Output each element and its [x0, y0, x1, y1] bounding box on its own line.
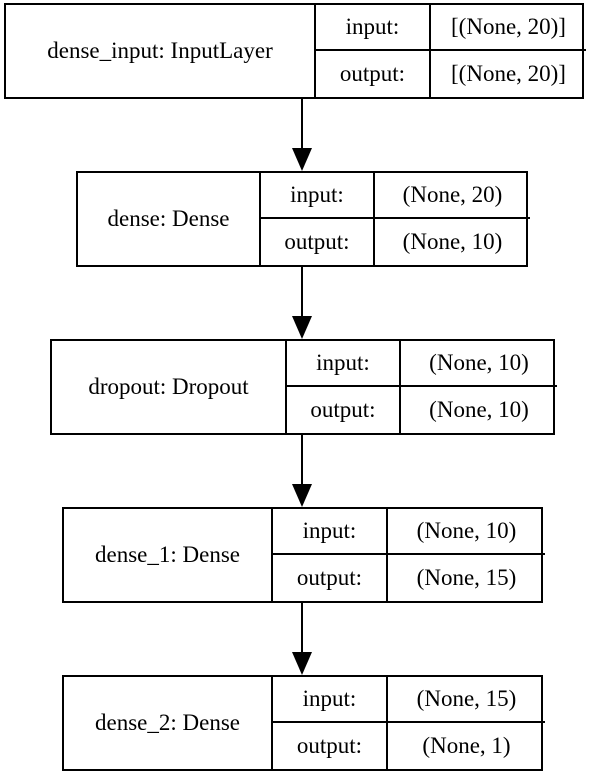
node-dense-1: dense_1: Dense input: (None, 10) output:… — [62, 507, 545, 603]
input-shape: (None, 15) — [388, 677, 545, 723]
output-shape: (None, 10) — [402, 229, 503, 254]
output-label: output: — [273, 555, 388, 601]
node-name: dense_2: Dense — [64, 677, 273, 769]
input-label: input: — [273, 677, 388, 723]
input-label: input: — [273, 509, 388, 555]
edge-dropout-to-dense-1 — [292, 433, 312, 507]
edge-dense-1-to-dense-2 — [292, 601, 312, 675]
output-label: output: — [273, 723, 388, 769]
input-shape: [(None, 20)] — [431, 5, 586, 51]
output-label: output: — [261, 219, 375, 265]
edge-dense-input-to-dense — [292, 97, 312, 171]
input-label: input: — [261, 173, 375, 219]
node-name: dropout: Dropout — [52, 341, 287, 433]
node-name: dense_input: InputLayer — [6, 5, 316, 97]
input-shape: (None, 10) — [401, 341, 557, 387]
output-shape: (None, 15) — [416, 565, 517, 590]
output-shape: (None, 1) — [422, 733, 511, 758]
output-label: output: — [316, 51, 431, 97]
input-label: input: — [287, 341, 401, 387]
node-name: dense_1: Dense — [64, 509, 273, 601]
input-shape: (None, 10) — [388, 509, 545, 555]
input-shape: (None, 20) — [375, 173, 530, 219]
node-dropout: dropout: Dropout input: (None, 10) outpu… — [50, 339, 557, 435]
input-label: input: — [316, 5, 431, 51]
output-shape: [(None, 20)] — [451, 61, 566, 86]
output-shape: (None, 10) — [429, 397, 529, 422]
edge-dense-to-dropout — [292, 265, 312, 339]
output-label: output: — [287, 387, 401, 433]
node-dense-2: dense_2: Dense input: (None, 15) output:… — [62, 675, 545, 771]
node-name: dense: Dense — [78, 173, 261, 265]
node-dense-input: dense_input: InputLayer input: [(None, 2… — [4, 3, 586, 99]
node-dense: dense: Dense input: (None, 20) output: (… — [76, 171, 530, 267]
